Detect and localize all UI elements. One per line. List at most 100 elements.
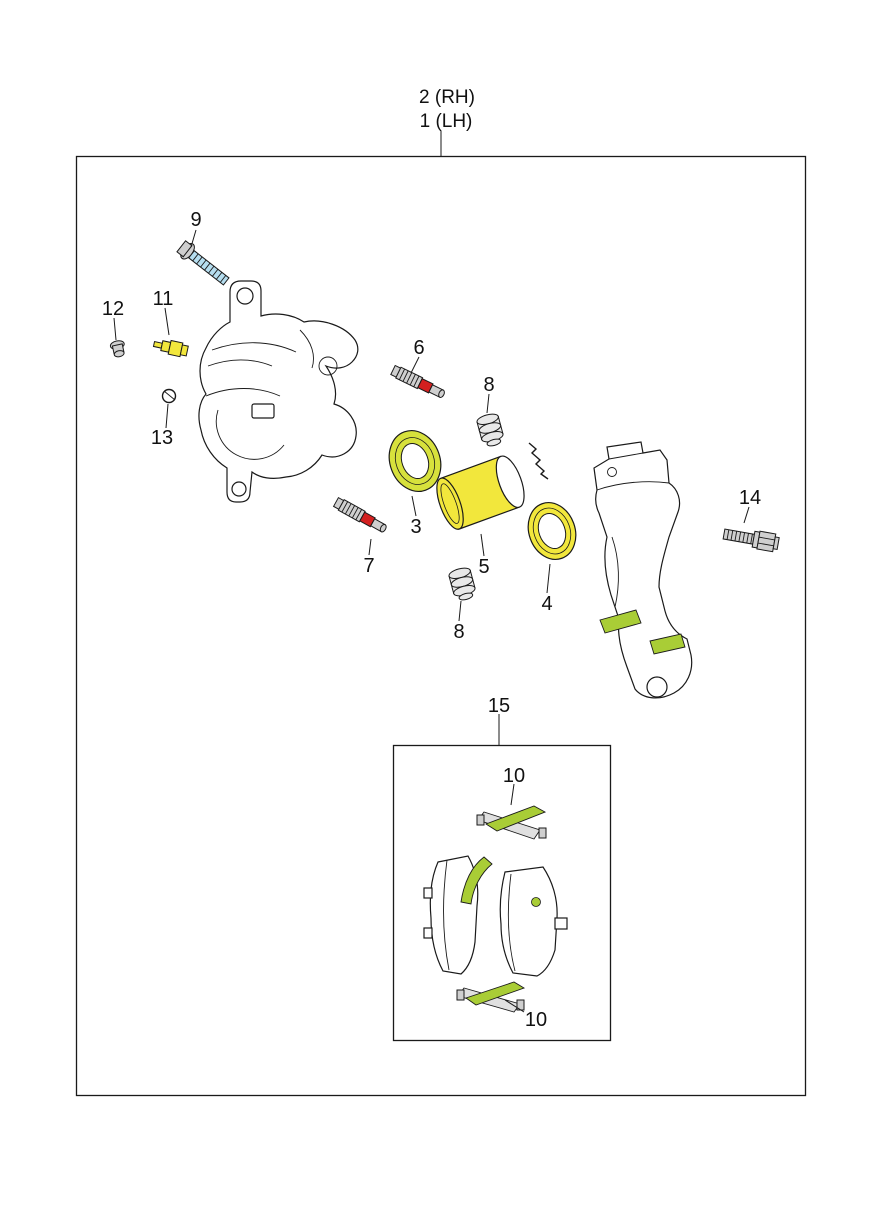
pad-left-tab	[423, 887, 433, 899]
bleeder11-end	[179, 344, 189, 357]
bleeder-screw-11	[152, 339, 189, 358]
callout-4: 4	[541, 593, 552, 615]
piston-seal-4	[527, 502, 577, 560]
callout-3: 3	[410, 516, 421, 538]
leader-line-4	[546, 563, 551, 594]
caliper-detail-line	[205, 388, 281, 397]
piston5-open-end	[436, 477, 464, 530]
shim10bot-strip-front	[465, 981, 526, 1006]
caliper-bore-arc	[215, 409, 285, 460]
guide-bolt-9	[176, 240, 230, 286]
callout-10-bottom: 10	[525, 1009, 547, 1031]
clip13-slit	[163, 390, 176, 401]
pin7-ribs	[341, 501, 363, 521]
header-label-lh: 1 (LH)	[420, 111, 473, 132]
callout-12: 12	[102, 298, 124, 320]
carrier-step-line	[608, 452, 644, 460]
pin6-ribs	[398, 368, 420, 387]
shim10top-strip-front	[484, 805, 547, 832]
bolt14-end	[772, 536, 780, 551]
boot8top-neck	[486, 438, 502, 447]
seal4-hole	[537, 513, 567, 549]
leader-line-9	[190, 229, 197, 248]
guide-pin-7	[332, 496, 387, 533]
guide-pin-6	[390, 364, 445, 398]
leader-line-6	[410, 356, 420, 374]
shim10top-hook-left	[476, 814, 485, 826]
carrier-arm-line	[611, 536, 619, 608]
bolt9-shaft	[188, 250, 230, 286]
caliper-ear-hole	[236, 287, 254, 305]
seal3-mid	[394, 437, 436, 485]
coil-spring	[528, 442, 549, 480]
shim10top-hook-right	[538, 827, 547, 839]
caliper-lug-hole	[231, 481, 247, 497]
bolt9-threads	[192, 253, 227, 283]
piston5-face	[495, 455, 525, 508]
callout-10-top: 10	[503, 765, 525, 787]
pad-left-tab	[423, 927, 433, 939]
callout-11: 11	[153, 288, 174, 310]
callout-5: 5	[478, 556, 489, 578]
caliper-carrier	[593, 441, 693, 699]
caliper-detail-line	[299, 329, 314, 369]
seal4-mid	[532, 507, 572, 555]
leader-line-8-top	[486, 393, 490, 414]
pin-boot-8-top	[476, 413, 504, 447]
callout-8-bottom: 8	[453, 621, 464, 643]
leader-line-7	[368, 538, 372, 556]
pad-wear-indicator	[460, 856, 493, 905]
cap-12	[109, 340, 125, 358]
diagram-border-box	[75, 155, 807, 1097]
pad-right-ear	[554, 917, 568, 930]
piston-5	[436, 455, 525, 530]
carrier-pad-clip-upper	[599, 609, 642, 634]
leader-line-10-top	[510, 783, 515, 806]
shim10bot-hook-left	[456, 989, 465, 1001]
leader-line-3	[411, 495, 417, 517]
leader-line-10-bottom	[504, 999, 525, 1013]
carrier-hole	[607, 467, 617, 477]
carrier-outline	[593, 441, 693, 699]
piston5-rim	[440, 483, 460, 524]
pin7-tip	[379, 523, 387, 533]
clip-13	[161, 388, 177, 404]
bolt9-head	[176, 240, 193, 258]
caliper-detail-line	[207, 359, 273, 367]
leader-line-11	[164, 307, 170, 336]
callout-15: 15	[488, 695, 510, 717]
callout-8-top: 8	[483, 374, 494, 396]
bolt14-threads	[726, 529, 753, 544]
brake-pad-right	[499, 866, 568, 977]
pad-kit-box	[392, 744, 612, 1042]
pad-right-plate	[499, 866, 558, 977]
caliper-housing	[198, 280, 359, 503]
carrier-band-line	[596, 481, 670, 491]
callout-14: 14	[739, 487, 761, 509]
leader-line-12	[113, 317, 117, 341]
clip13-ring	[161, 388, 177, 404]
piston-boot-3	[388, 430, 442, 492]
leader-line-13	[165, 403, 169, 429]
brake-pad-left	[423, 855, 493, 975]
callout-6: 6	[413, 337, 424, 359]
callout-13: 13	[151, 427, 173, 449]
mounting-bolt-14	[722, 528, 780, 553]
bolt14-hex-lines	[757, 536, 775, 547]
leader-line-8-bottom	[458, 600, 462, 622]
caliper-boss	[251, 403, 275, 419]
pad-shim-10-bottom	[456, 981, 526, 1013]
callout-9: 9	[190, 209, 201, 231]
pin6-tip	[438, 389, 445, 398]
pad-left-edge-line	[443, 859, 450, 971]
pad-right-marker-dot	[531, 897, 541, 907]
pin-boot-8-bottom	[448, 567, 476, 601]
boot8bot-neck	[458, 592, 474, 601]
carrier-pad-clip-lower	[649, 633, 686, 655]
pad-shim-10-top	[476, 805, 547, 840]
caliper-detail-line	[211, 342, 297, 353]
piston5-edges	[440, 455, 520, 530]
leader-line-14	[743, 506, 750, 524]
